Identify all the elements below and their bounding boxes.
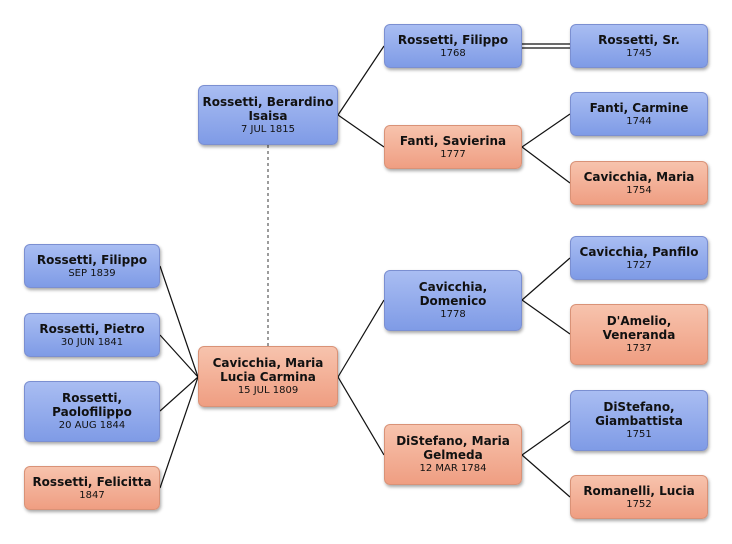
person-date: 12 MAR 1784: [419, 463, 487, 474]
person-name: Rossetti, Sr.: [598, 32, 680, 47]
connector-line: [337, 114, 385, 148]
person-date: 30 JUN 1841: [60, 336, 124, 348]
person-card-fanti-savierina[interactable]: Fanti, Savierina 1777: [384, 125, 522, 169]
connector-line: [521, 454, 571, 498]
person-date: 1727: [626, 259, 652, 271]
connector-line: [521, 299, 571, 335]
person-date: 1778: [440, 309, 466, 320]
person-name: D'Amelio, Veneranda: [602, 314, 676, 342]
person-name: Rossetti, Pietro: [39, 321, 145, 336]
person-date: 1768: [440, 47, 466, 59]
person-card-rossetti-berardino[interactable]: Rossetti, Berardino Isaisa 7 JUL 1815: [198, 85, 338, 145]
person-name: DiStefano, Maria Gelmeda: [396, 434, 510, 462]
connector-line: [337, 45, 385, 116]
person-card-fanti-carmine[interactable]: Fanti, Carmine 1744: [570, 92, 708, 136]
person-name: Fanti, Carmine: [589, 100, 689, 115]
connector-line: [337, 376, 385, 456]
person-card-cavicchia-maria-lucia[interactable]: Cavicchia, Maria Lucia Carmina 15 JUL 18…: [198, 346, 338, 407]
connector-line: [521, 113, 571, 148]
connector-line: [159, 376, 199, 489]
person-date: 7 JUL 1815: [240, 123, 295, 135]
person-name: Rossetti, Paolofilippo: [52, 391, 132, 419]
person-card-romanelli-lucia[interactable]: Romanelli, Lucia 1752: [570, 475, 708, 519]
person-name: Cavicchia, Maria: [583, 169, 695, 184]
person-name: DiStefano, Giambattista: [595, 400, 683, 428]
person-card-cavicchia-panfilo[interactable]: Cavicchia, Panfilo 1727: [570, 236, 708, 280]
person-name: Rossetti, Filippo: [36, 252, 148, 267]
person-name: Rossetti, Berardino Isaisa: [202, 94, 334, 123]
connector-line: [521, 420, 571, 456]
connector-line: [521, 146, 571, 184]
person-name: Cavicchia, Domenico: [418, 280, 488, 308]
person-name: Cavicchia, Maria Lucia Carmina: [212, 356, 324, 384]
person-name: Cavicchia, Panfilo: [579, 244, 699, 259]
connector-line: [521, 257, 571, 301]
person-card-child-rossetti-paolofilippo[interactable]: Rossetti, Paolofilippo 20 AUG 1844: [24, 381, 160, 442]
person-name: Rossetti, Felicitta: [32, 474, 152, 489]
person-date: 1737: [626, 343, 652, 354]
person-date: 15 JUL 1809: [237, 385, 299, 396]
connector-line: [159, 334, 199, 378]
person-date: 1752: [626, 498, 652, 510]
person-name: Rossetti, Filippo: [397, 32, 509, 47]
person-card-child-rossetti-pietro[interactable]: Rossetti, Pietro 30 JUN 1841: [24, 313, 160, 357]
person-card-rossetti-filippo-1768[interactable]: Rossetti, Filippo 1768: [384, 24, 522, 68]
person-card-damelio-veneranda[interactable]: D'Amelio, Veneranda 1737: [570, 304, 708, 365]
person-name: Fanti, Savierina: [399, 133, 507, 148]
person-card-distefano-giambattista[interactable]: DiStefano, Giambattista 1751: [570, 390, 708, 451]
person-date: 1745: [626, 47, 652, 59]
person-card-child-rossetti-felicitta[interactable]: Rossetti, Felicitta 1847: [24, 466, 160, 510]
person-card-cavicchia-domenico[interactable]: Cavicchia, Domenico 1778: [384, 270, 522, 331]
connector-line: [337, 299, 385, 378]
person-name: Romanelli, Lucia: [583, 483, 695, 498]
person-date: SEP 1839: [68, 267, 116, 279]
person-date: 1744: [626, 115, 652, 127]
person-date: 1751: [626, 429, 652, 440]
connector-line: [159, 376, 199, 412]
person-card-child-rossetti-filippo[interactable]: Rossetti, Filippo SEP 1839: [24, 244, 160, 288]
person-date: 1754: [626, 184, 652, 196]
person-date: 1777: [440, 148, 466, 160]
person-card-rossetti-sr[interactable]: Rossetti, Sr. 1745: [570, 24, 708, 68]
person-card-cavicchia-maria[interactable]: Cavicchia, Maria 1754: [570, 161, 708, 205]
person-card-distefano-maria[interactable]: DiStefano, Maria Gelmeda 12 MAR 1784: [384, 424, 522, 485]
person-date: 1847: [79, 489, 105, 501]
connector-line: [159, 265, 199, 378]
person-date: 20 AUG 1844: [58, 420, 126, 431]
